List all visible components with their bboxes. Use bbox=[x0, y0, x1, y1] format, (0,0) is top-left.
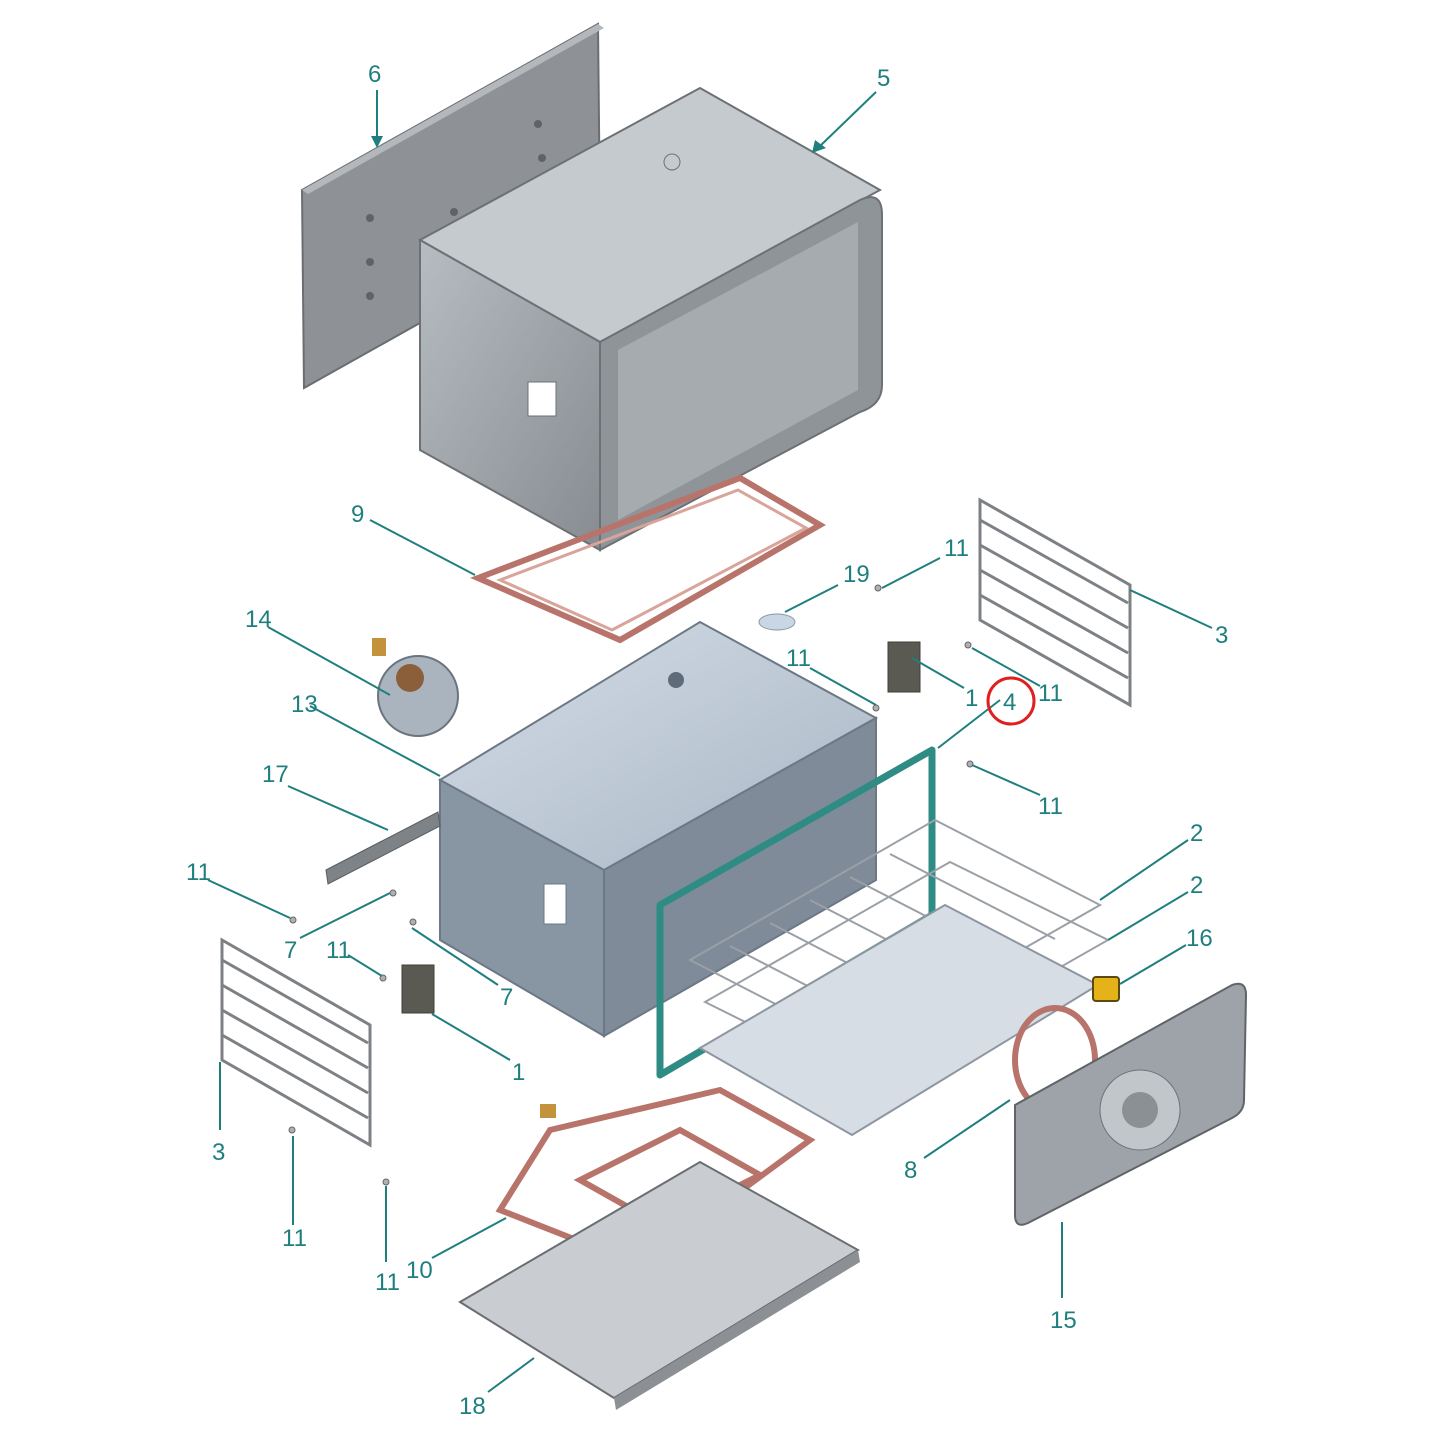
highlight-ring bbox=[986, 676, 1036, 726]
callout-11: 11 bbox=[1038, 680, 1063, 707]
side-rack-right-part bbox=[978, 497, 1132, 708]
callout-19: 19 bbox=[843, 561, 870, 588]
callout-11: 11 bbox=[282, 1225, 307, 1252]
callout-14: 14 bbox=[245, 606, 272, 633]
callout-7: 7 bbox=[284, 937, 297, 964]
trim-strip-part bbox=[325, 811, 441, 885]
lamp-holder-upper-part bbox=[887, 641, 921, 693]
callout-4: 4 bbox=[1003, 689, 1016, 716]
callout-11: 11 bbox=[1038, 793, 1063, 820]
callout-1: 1 bbox=[512, 1059, 525, 1086]
callout-2: 2 bbox=[1190, 872, 1203, 899]
inner-cavity-part bbox=[438, 620, 879, 1038]
callout-11: 11 bbox=[326, 937, 351, 964]
screw-parts bbox=[288, 584, 974, 1186]
callout-6: 6 bbox=[368, 61, 381, 88]
callout-17: 17 bbox=[262, 761, 289, 788]
callout-11: 11 bbox=[186, 859, 211, 886]
leader-lines bbox=[207, 90, 1213, 1393]
callout-2: 2 bbox=[1190, 820, 1203, 847]
callout-11: 11 bbox=[786, 645, 811, 672]
callout-7: 7 bbox=[500, 984, 513, 1011]
callout-11: 11 bbox=[944, 535, 969, 562]
callout-15: 15 bbox=[1050, 1307, 1077, 1334]
callout-9: 9 bbox=[351, 501, 364, 528]
callout-3: 3 bbox=[1215, 622, 1228, 649]
callout-13: 13 bbox=[291, 691, 318, 718]
outer-casing-part bbox=[417, 86, 883, 552]
bottom-plate-part bbox=[458, 1160, 860, 1410]
back-panel-part bbox=[300, 22, 604, 390]
lamp-holder-lower-part bbox=[401, 964, 435, 1014]
callout-1: 1 bbox=[965, 685, 978, 712]
lamp-cover-part bbox=[1092, 976, 1120, 1002]
callout-labels: 6 5 9 19 11 3 14 11 1 11 4 13 17 11 2 11… bbox=[186, 61, 1228, 1420]
callout-8: 8 bbox=[904, 1157, 917, 1184]
top-heating-element-part bbox=[470, 474, 826, 644]
callout-5: 5 bbox=[877, 65, 890, 92]
fan-cover-part bbox=[1014, 982, 1248, 1226]
fan-motor-part bbox=[372, 638, 459, 737]
cover-disc-part bbox=[758, 613, 796, 631]
callout-3: 3 bbox=[212, 1139, 225, 1166]
callout-16: 16 bbox=[1186, 925, 1213, 952]
side-rack-left-part bbox=[220, 937, 372, 1148]
callout-11: 11 bbox=[375, 1269, 400, 1296]
callout-18: 18 bbox=[459, 1393, 486, 1420]
callout-10: 10 bbox=[406, 1257, 433, 1284]
